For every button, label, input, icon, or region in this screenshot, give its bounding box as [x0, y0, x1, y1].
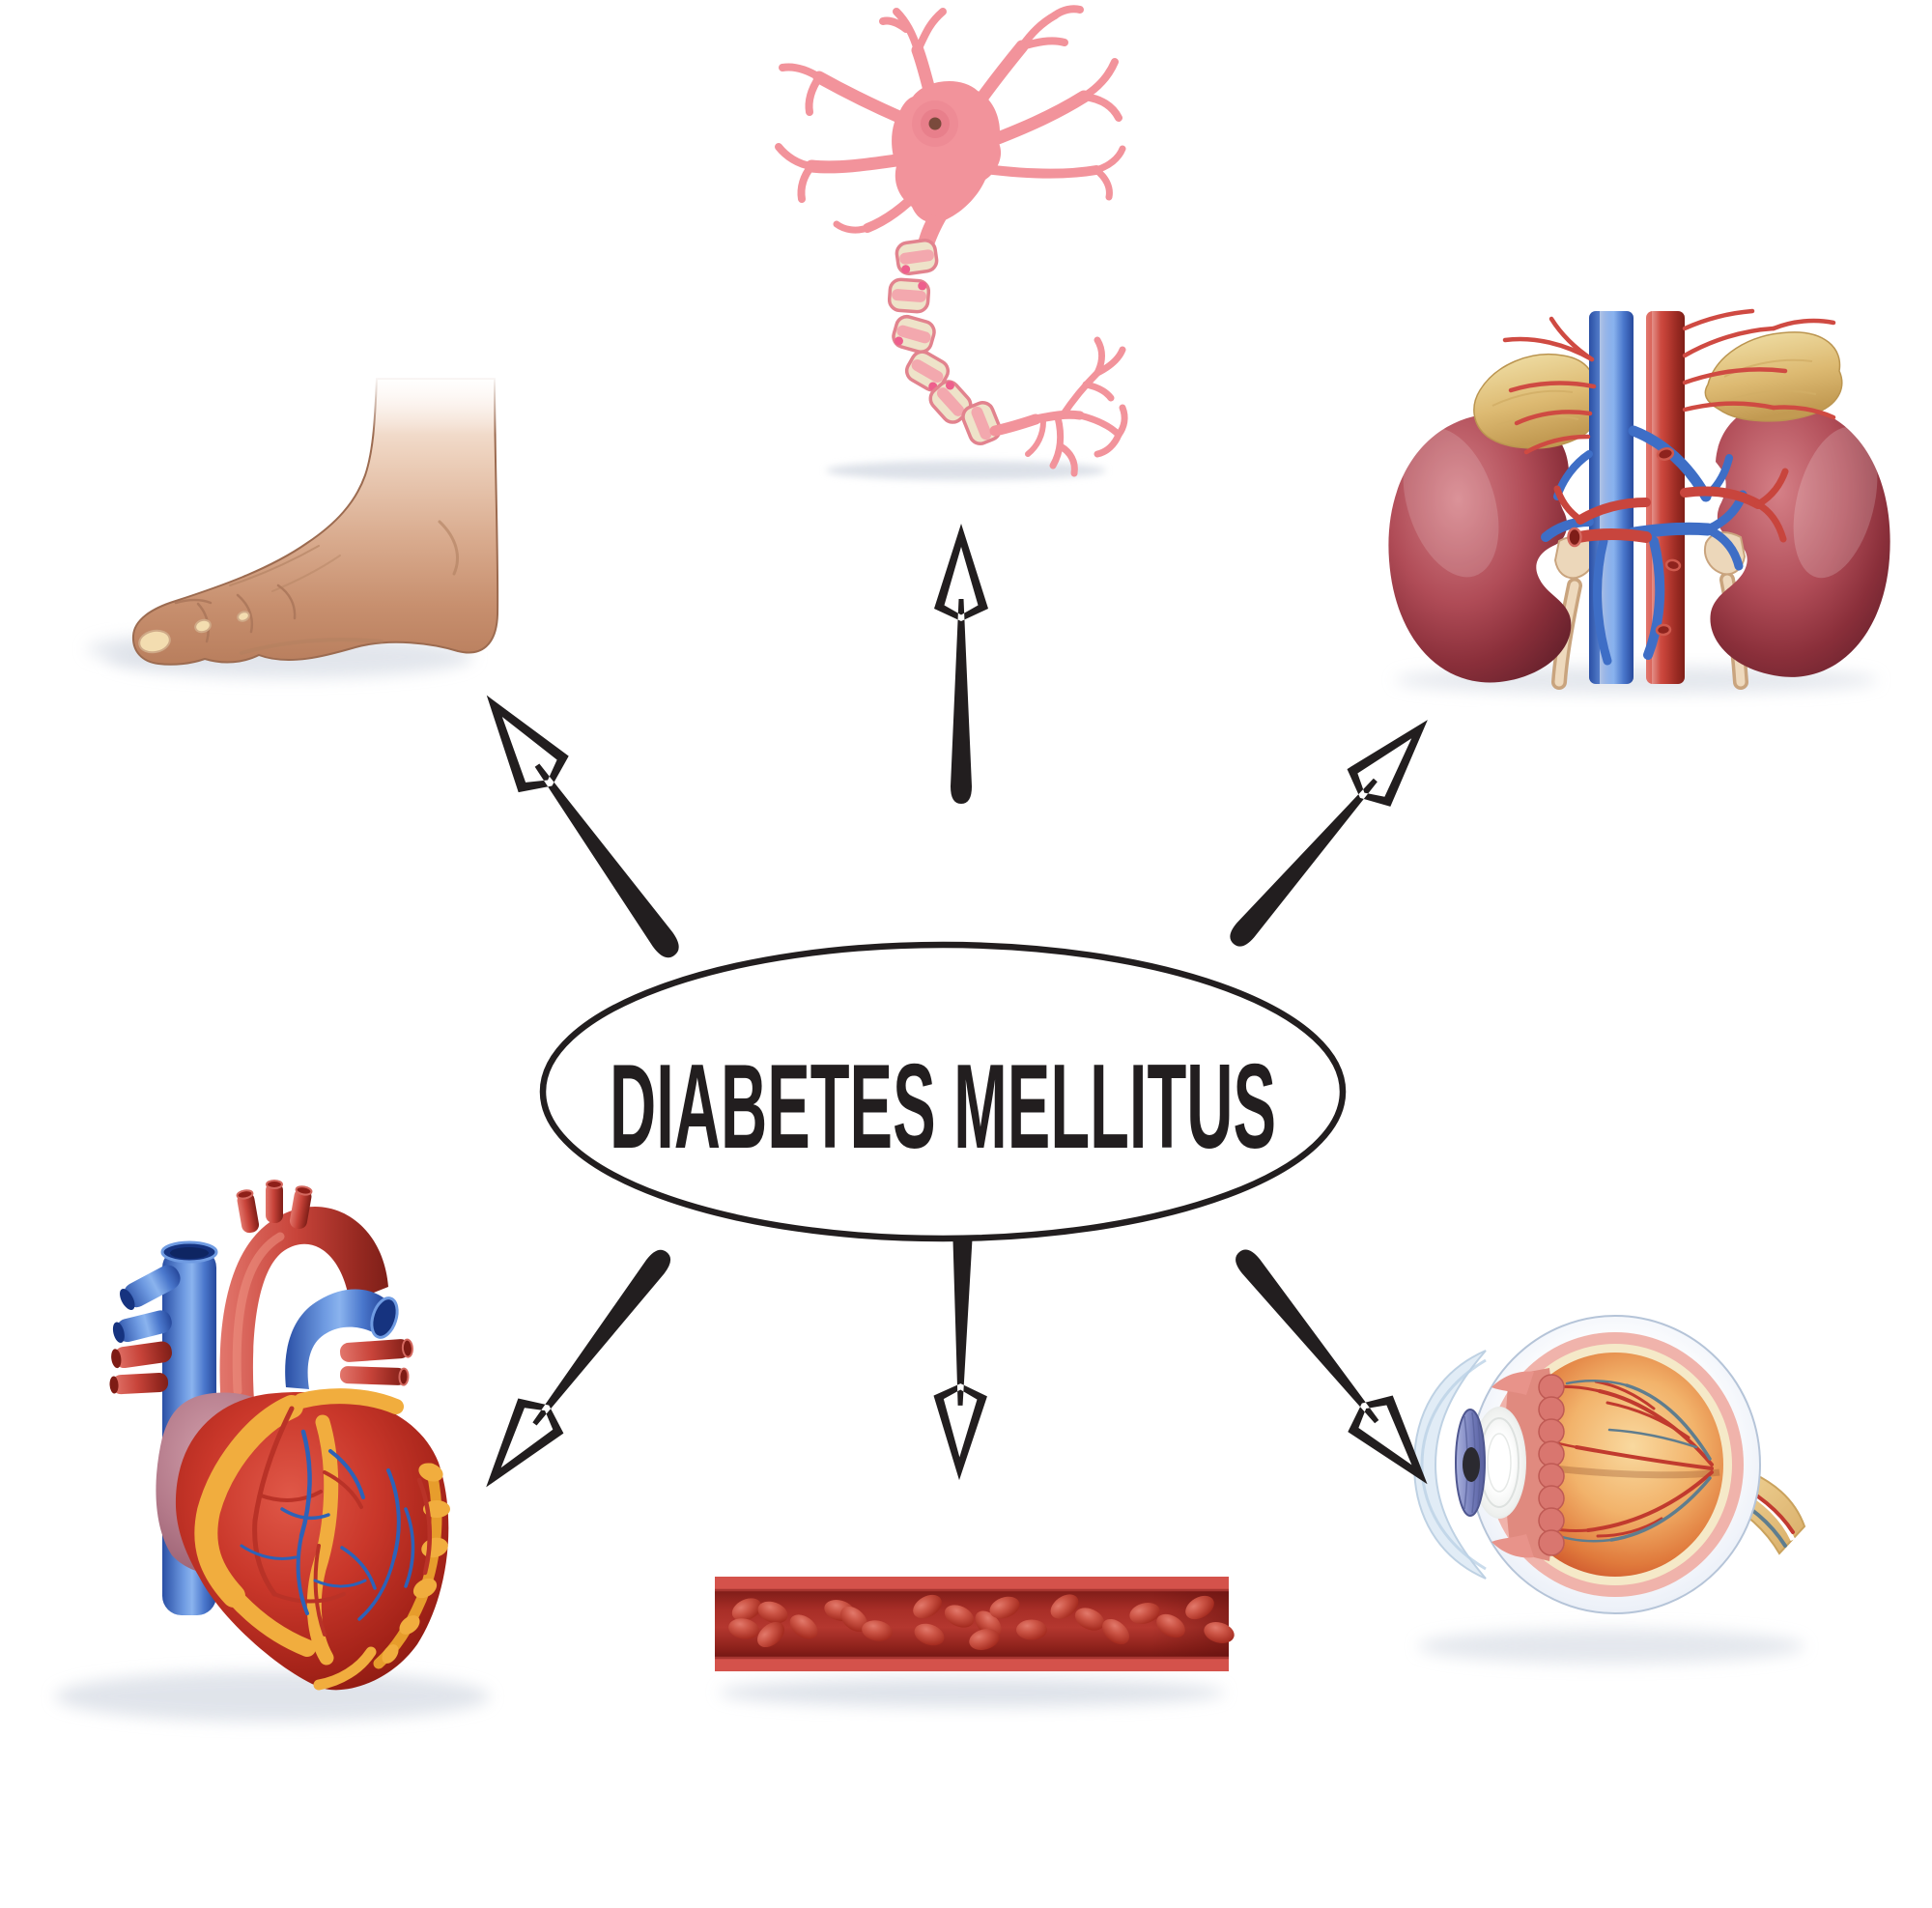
- central-node: DIABETES MELLITUS: [539, 941, 1347, 1242]
- renal-arteries: [1553, 468, 1789, 543]
- aortic-branches: [236, 1180, 313, 1234]
- arrow-to-foot: [486, 695, 679, 958]
- axon-terminal: [989, 336, 1128, 477]
- arrows: [486, 524, 1428, 1488]
- aorta-gloss: [1652, 311, 1661, 684]
- nucleolus: [928, 117, 942, 130]
- arrow-to-nerve: [934, 524, 988, 804]
- ciliary-muscle: [1492, 1371, 1534, 1558]
- central-ellipse: [539, 941, 1347, 1242]
- kidney-left-highlight: [1403, 427, 1499, 578]
- coronary-arteries: [252, 1406, 433, 1637]
- adrenal-gland-right: [1704, 331, 1843, 422]
- pulmonary-artery: [285, 1289, 384, 1389]
- aorta-highlight: [232, 1232, 285, 1396]
- leg-fade: [359, 375, 502, 435]
- toe-creases: [174, 584, 297, 643]
- pulmonary-veins-red-right: [339, 1338, 413, 1386]
- ciliary-folds: [1538, 1374, 1565, 1556]
- pulmonary-artery-opening: [370, 1296, 399, 1339]
- myelin-sheath: [887, 239, 1002, 445]
- cava-gloss: [1600, 311, 1613, 684]
- red-blood-cells: [728, 1594, 1235, 1650]
- lens: [1472, 1407, 1526, 1519]
- neuron-illustration: [775, 5, 1128, 477]
- adrenal-gland-left: [1473, 354, 1597, 449]
- nucleus: [912, 100, 958, 147]
- artery-open-end: [1567, 527, 1582, 548]
- kidney-left: [1388, 413, 1572, 683]
- cornea-inner-line: [1420, 1358, 1487, 1571]
- blood-vessel-illustration: [715, 1577, 1235, 1671]
- retinal-veins: [1546, 1380, 1712, 1543]
- foot-outline: [131, 378, 499, 666]
- big-toenail: [138, 629, 171, 654]
- pulmonary-veins-blue: [112, 1265, 181, 1344]
- arrow-to-blood-vessel: [933, 1202, 987, 1481]
- coronary-veins: [240, 1429, 415, 1621]
- adrenal-arteries: [1502, 308, 1836, 455]
- kidney-right: [1710, 403, 1890, 677]
- pupil: [1463, 1447, 1480, 1482]
- arrow-to-kidneys: [1230, 720, 1428, 947]
- lens-ring-inner: [1487, 1433, 1512, 1493]
- vessel-wall-top: [715, 1577, 1229, 1590]
- toenails: [138, 611, 250, 654]
- eye-illustration: [1412, 1315, 1806, 1614]
- vessel-wall-bottom: [715, 1658, 1229, 1671]
- foot-illustration: [131, 375, 502, 666]
- kidney-right-highlight: [1793, 426, 1878, 579]
- foot-surface-lines: [229, 520, 459, 655]
- dendrites: [775, 5, 1126, 234]
- soma: [892, 80, 1002, 223]
- pulmonary-veins-red-left: [109, 1341, 172, 1395]
- cornea: [1412, 1350, 1487, 1580]
- arrow-to-eye: [1236, 1249, 1428, 1485]
- kidneys-illustration: [1388, 308, 1890, 690]
- heart-illustration: [109, 1180, 450, 1691]
- arrow-to-heart: [486, 1249, 671, 1488]
- aorta-branch-stubs: [1655, 447, 1682, 637]
- central-label: DIABETES MELLITUS: [610, 1040, 1276, 1174]
